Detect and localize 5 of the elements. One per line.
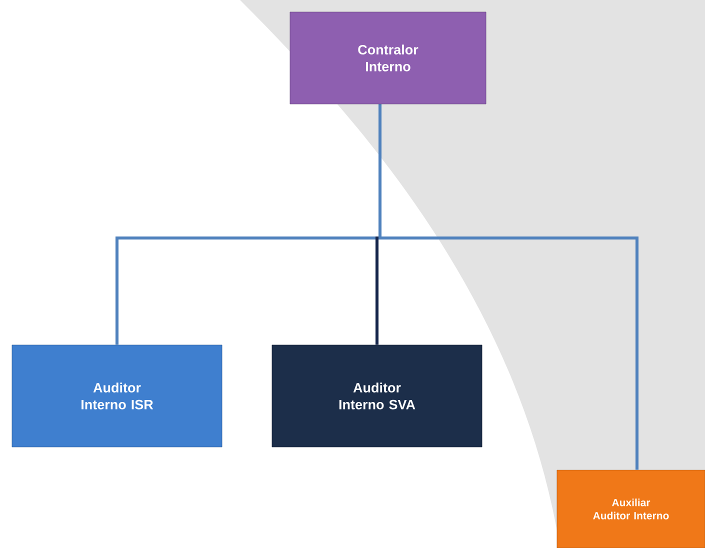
org-box: Contralor Interno [290,12,486,104]
org-box: Auxiliar Auditor Interno [556,470,705,548]
connector-line [378,104,638,470]
org-box: Auditor Interno SVA [272,344,482,448]
org-box: Auditor Interno ISR [12,344,222,448]
